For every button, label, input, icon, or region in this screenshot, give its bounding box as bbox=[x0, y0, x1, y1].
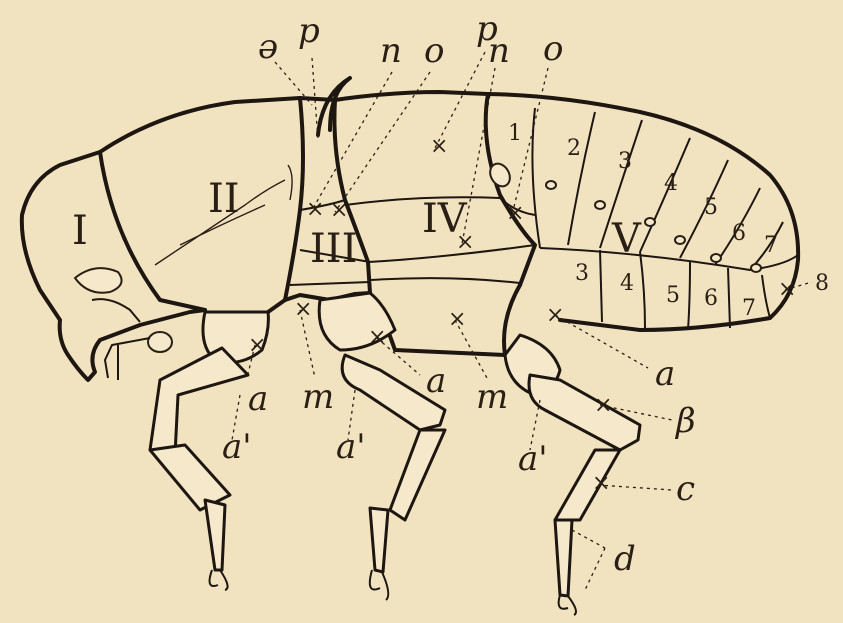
label-o-left: o bbox=[424, 31, 444, 71]
abd-num-4: 4 bbox=[664, 171, 678, 196]
abd-num-1: 1 bbox=[508, 121, 522, 146]
abd-num-7: 7 bbox=[764, 233, 778, 258]
abd-num-b4: 4 bbox=[620, 271, 634, 296]
segment-label-mesothorax: III bbox=[310, 226, 357, 272]
label-d: d bbox=[614, 539, 636, 579]
segment-label-abdomen: V bbox=[611, 216, 642, 262]
abd-num-3: 3 bbox=[618, 149, 632, 174]
label-m-right: m bbox=[476, 377, 508, 417]
abd-num-b6: 6 bbox=[704, 286, 718, 311]
label-o-right: o bbox=[543, 29, 563, 69]
svg-text:×: × bbox=[778, 277, 796, 302]
segment-label-head: I bbox=[72, 208, 88, 254]
svg-text:×: × bbox=[248, 333, 266, 358]
abd-num-b7: 7 bbox=[742, 296, 756, 321]
label-b: β bbox=[674, 401, 696, 441]
svg-text:×: × bbox=[506, 201, 524, 226]
label-n-right: n bbox=[488, 31, 510, 71]
abd-num-6: 6 bbox=[732, 221, 746, 246]
svg-text:×: × bbox=[594, 393, 612, 418]
segment-label-metathorax: IV bbox=[422, 196, 468, 242]
svg-text:×: × bbox=[368, 325, 386, 350]
label-a-prime-front: a' bbox=[222, 427, 252, 467]
label-p-left: p bbox=[298, 11, 320, 51]
segment-label-prothorax: II bbox=[208, 176, 240, 222]
abd-num-5: 5 bbox=[704, 195, 718, 220]
svg-text:×: × bbox=[330, 198, 348, 223]
svg-text:×: × bbox=[592, 471, 610, 496]
label-a-prime-hind: a' bbox=[518, 439, 548, 479]
label-m-left: m bbox=[302, 377, 334, 417]
label-a-prime-middle: a' bbox=[336, 427, 366, 467]
label-a-front: a bbox=[248, 379, 268, 419]
svg-text:×: × bbox=[430, 134, 448, 159]
label-a-middle: a bbox=[426, 361, 446, 401]
label-a-hind: a bbox=[655, 354, 675, 394]
svg-text:×: × bbox=[306, 197, 324, 222]
svg-text:×: × bbox=[448, 307, 466, 332]
abd-num-b3: 3 bbox=[575, 261, 589, 286]
abd-num-b5: 5 bbox=[666, 283, 680, 308]
label-n-left: n bbox=[380, 31, 402, 71]
svg-text:×: × bbox=[294, 297, 312, 322]
label-c: c bbox=[676, 469, 695, 509]
abd-num-2: 2 bbox=[567, 136, 581, 161]
abd-num-8: 8 bbox=[815, 271, 829, 296]
label-e: ə bbox=[258, 27, 278, 67]
svg-text:×: × bbox=[546, 303, 564, 328]
